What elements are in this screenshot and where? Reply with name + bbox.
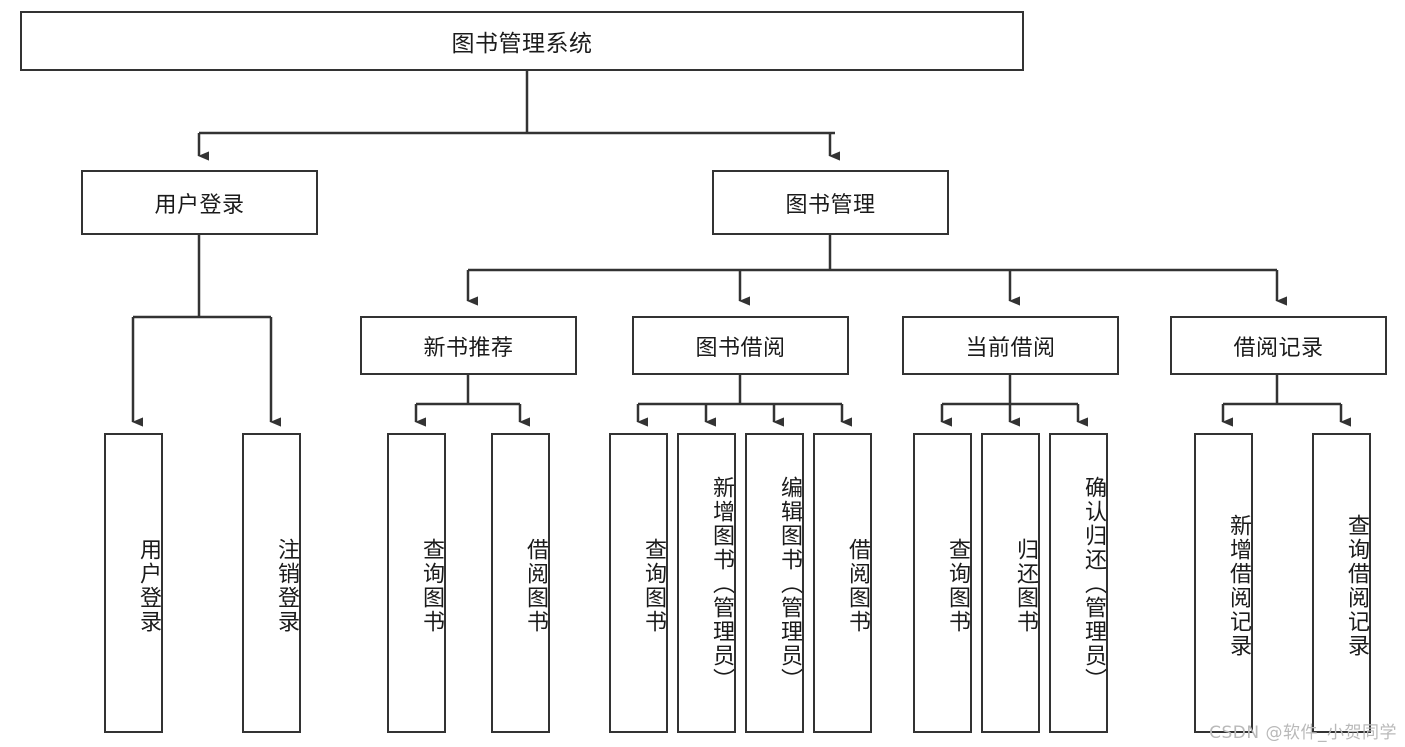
node-root[interactable]: 图书管理系统 <box>20 11 1024 71</box>
node-user-login[interactable]: 用户登录 <box>81 170 318 235</box>
leaf-query-book-current[interactable]: 查询图书 <box>913 433 972 733</box>
node-new-book-recommend[interactable]: 新书推荐 <box>360 316 577 375</box>
watermark-text: CSDN @软件_小贺同学 <box>1209 723 1397 743</box>
node-borrow-record[interactable]: 借阅记录 <box>1170 316 1387 375</box>
leaf-logout-login[interactable]: 注销登录 <box>242 433 301 733</box>
leaf-borrow-book-recommend[interactable]: 借阅图书 <box>491 433 550 733</box>
leaf-query-book-borrow[interactable]: 查询图书 <box>609 433 668 733</box>
node-book-borrow[interactable]: 图书借阅 <box>632 316 849 375</box>
node-current-borrow[interactable]: 当前借阅 <box>902 316 1119 375</box>
leaf-user-login[interactable]: 用户登录 <box>104 433 163 733</box>
leaf-confirm-return-admin[interactable]: 确认归还（管理员） <box>1049 433 1108 733</box>
leaf-edit-book-admin[interactable]: 编辑图书（管理员） <box>745 433 804 733</box>
leaf-borrow-book[interactable]: 借阅图书 <box>813 433 872 733</box>
node-book-management[interactable]: 图书管理 <box>712 170 949 235</box>
leaf-query-borrow-record[interactable]: 查询借阅记录 <box>1312 433 1371 733</box>
leaf-add-borrow-record[interactable]: 新增借阅记录 <box>1194 433 1253 733</box>
leaf-return-book[interactable]: 归还图书 <box>981 433 1040 733</box>
leaf-query-book-recommend[interactable]: 查询图书 <box>387 433 446 733</box>
leaf-add-book-admin[interactable]: 新增图书（管理员） <box>677 433 736 733</box>
